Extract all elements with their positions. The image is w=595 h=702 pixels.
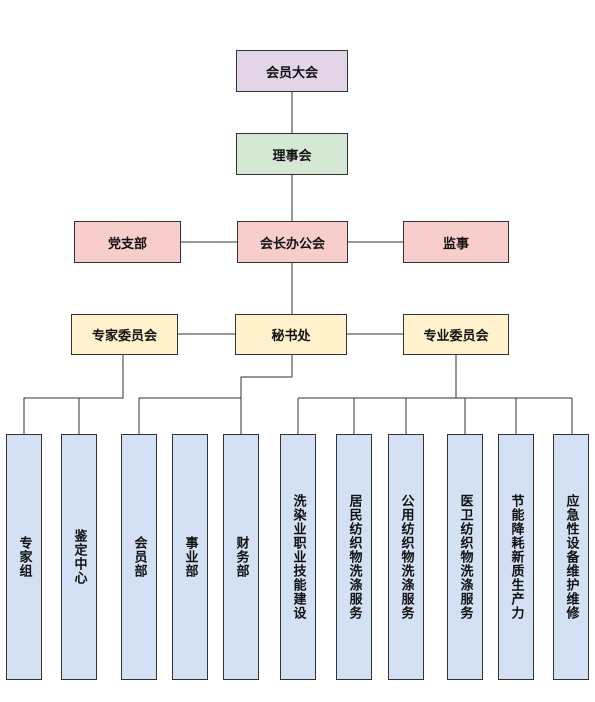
professional-unit-box: 应急性设备维护维修 [553, 434, 589, 680]
supervisor-box: 监事 [403, 221, 509, 263]
expert-committee-box: 专家委员会 [71, 314, 178, 355]
president-office-label: 会长办公会 [259, 236, 325, 252]
professional-unit-box: 居民纺织物洗涤服务 [336, 434, 372, 680]
professional-unit-box: 洗染业职业技能建设 [280, 434, 316, 680]
professional-committee-box: 专业委员会 [403, 314, 509, 355]
secretariat-unit-box: 会员部 [121, 434, 157, 680]
secretariat-box: 秘书处 [235, 314, 347, 355]
expert-unit-label: 鉴定中心 [71, 529, 87, 585]
expert-unit-box: 专家组 [6, 434, 42, 680]
council-label: 理事会 [272, 148, 312, 164]
secretariat-unit-box: 财务部 [223, 434, 259, 680]
secretariat-unit-box: 事业部 [172, 434, 208, 680]
party-branch-box: 党支部 [74, 221, 181, 263]
professional-unit-box: 医卫纺织物洗涤服务 [447, 434, 483, 680]
professional-unit-label: 应急性设备维护维修 [563, 494, 579, 620]
professional-unit-label: 节能降耗新质生产力 [508, 494, 524, 620]
president-office-box: 会长办公会 [237, 221, 348, 263]
professional-unit-label: 公用纺织物洗涤服务 [398, 494, 414, 620]
professional-unit-box: 节能降耗新质生产力 [498, 434, 534, 680]
professional-unit-box: 公用纺织物洗涤服务 [388, 434, 424, 680]
member-assembly-box: 会员大会 [236, 50, 348, 92]
professional-unit-label: 居民纺织物洗涤服务 [346, 494, 362, 620]
member-assembly-label: 会员大会 [265, 65, 318, 81]
council-box: 理事会 [236, 133, 348, 175]
secretariat-unit-label: 财务部 [233, 536, 249, 578]
supervisor-label: 监事 [442, 236, 469, 252]
expert-committee-label: 专家委员会 [91, 329, 157, 344]
secretariat-unit-label: 事业部 [182, 536, 198, 578]
professional-unit-label: 洗染业职业技能建设 [290, 494, 306, 620]
secretariat-label: 秘书处 [271, 329, 311, 344]
professional-unit-label: 医卫纺织物洗涤服务 [457, 494, 473, 620]
party-branch-label: 党支部 [107, 236, 147, 252]
secretariat-unit-label: 会员部 [131, 536, 147, 578]
expert-unit-box: 鉴定中心 [61, 434, 97, 680]
professional-committee-label: 专业委员会 [423, 329, 489, 344]
expert-unit-label: 专家组 [16, 536, 32, 578]
